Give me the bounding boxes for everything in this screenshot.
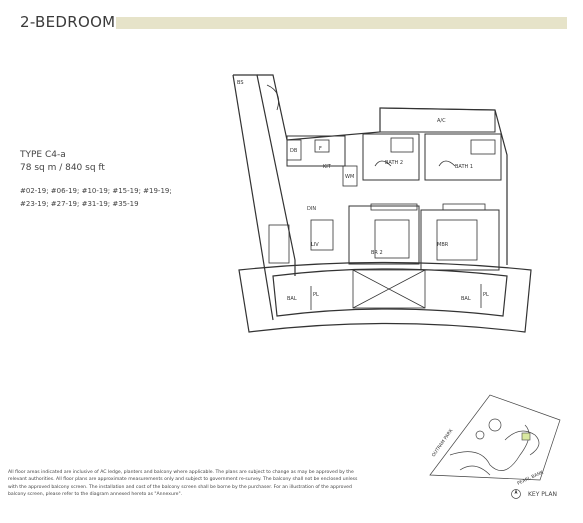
label-liv: LIV: [311, 242, 319, 248]
mbr-bed: [436, 219, 478, 261]
label-bal-right: BAL: [461, 296, 471, 302]
entrance-door-arc: [266, 84, 280, 111]
unit-type: TYPE C4-a: [20, 150, 66, 160]
label-mbr: MBR: [437, 242, 449, 248]
label-bs: BS: [237, 80, 244, 86]
page-title: 2-BEDROOM: [20, 13, 116, 31]
bath2-door-arc: [374, 160, 392, 167]
label-kit: KIT: [323, 164, 332, 170]
unit-area: 78 sq m / 840 sq ft: [20, 163, 105, 173]
label-f: F: [319, 146, 322, 152]
key-plan-map: OUTRAM PARK PEARL BANK: [429, 394, 561, 487]
label-bal-left: BAL: [287, 296, 297, 302]
label-pl-right: PL: [483, 292, 489, 298]
site-curve-2: [459, 465, 491, 476]
label-bath2: BATH 2: [385, 160, 403, 166]
dining-table: [310, 219, 334, 251]
mbr-room: [420, 209, 500, 271]
label-wm: WM: [345, 174, 354, 180]
bath1-door-arc: [438, 160, 456, 167]
label-din: DIN: [307, 206, 316, 212]
label-br2: BR 2: [371, 250, 383, 256]
site-circle-2: [475, 430, 485, 440]
site-curve-3: [504, 430, 540, 456]
road-label-outram: OUTRAM PARK: [431, 427, 455, 458]
living-west-wall: [233, 74, 296, 276]
bath1-vanity: [470, 139, 496, 155]
fridge-box: [314, 139, 330, 153]
living-outer-wall: [232, 74, 274, 321]
key-plan-label: KEY PLAN: [528, 491, 557, 498]
br2-bed: [374, 219, 410, 259]
balcony-inner-outline: [272, 268, 508, 317]
header-accent-bar: [116, 17, 567, 29]
wm-box: [342, 165, 358, 187]
floor-plan: BS A/C DB F KIT WM BATH 2 BATH 1 DIN LIV…: [232, 74, 532, 333]
bath2-room: [362, 133, 420, 181]
balcony-band-outline: [238, 261, 532, 333]
mbr-wardrobe: [442, 203, 486, 211]
label-bath1: BATH 1: [455, 164, 473, 170]
sofa: [268, 224, 290, 264]
unit-numbers-line1: #02-19; #06-19; #10-19; #15-19; #19-19;: [20, 187, 172, 195]
unit-highlight: [521, 432, 531, 441]
db-box: [286, 139, 302, 161]
disclaimer-text: All floor areas indicated are inclusive …: [8, 470, 358, 498]
ac-ledge: [379, 107, 496, 133]
void-cross: [352, 269, 426, 309]
void-area: [352, 269, 426, 309]
site-circle-1: [488, 418, 502, 432]
compass-icon: [511, 489, 521, 499]
br2-wardrobe: [370, 203, 418, 211]
unit-numbers-line2: #23-19; #27-19; #31-19; #35-19: [20, 200, 139, 208]
unit-north-east-wall: [257, 74, 508, 265]
label-ac: A/C: [437, 118, 446, 124]
label-pl-left: PL: [313, 292, 319, 298]
site-boundary: [429, 394, 561, 481]
bath2-vanity: [390, 137, 414, 153]
bath1-room: [424, 133, 502, 181]
unit-numbers: #02-19; #06-19; #10-19; #15-19; #19-19; …: [20, 185, 190, 211]
label-db: DB: [290, 148, 298, 154]
br2-room: [348, 205, 420, 265]
